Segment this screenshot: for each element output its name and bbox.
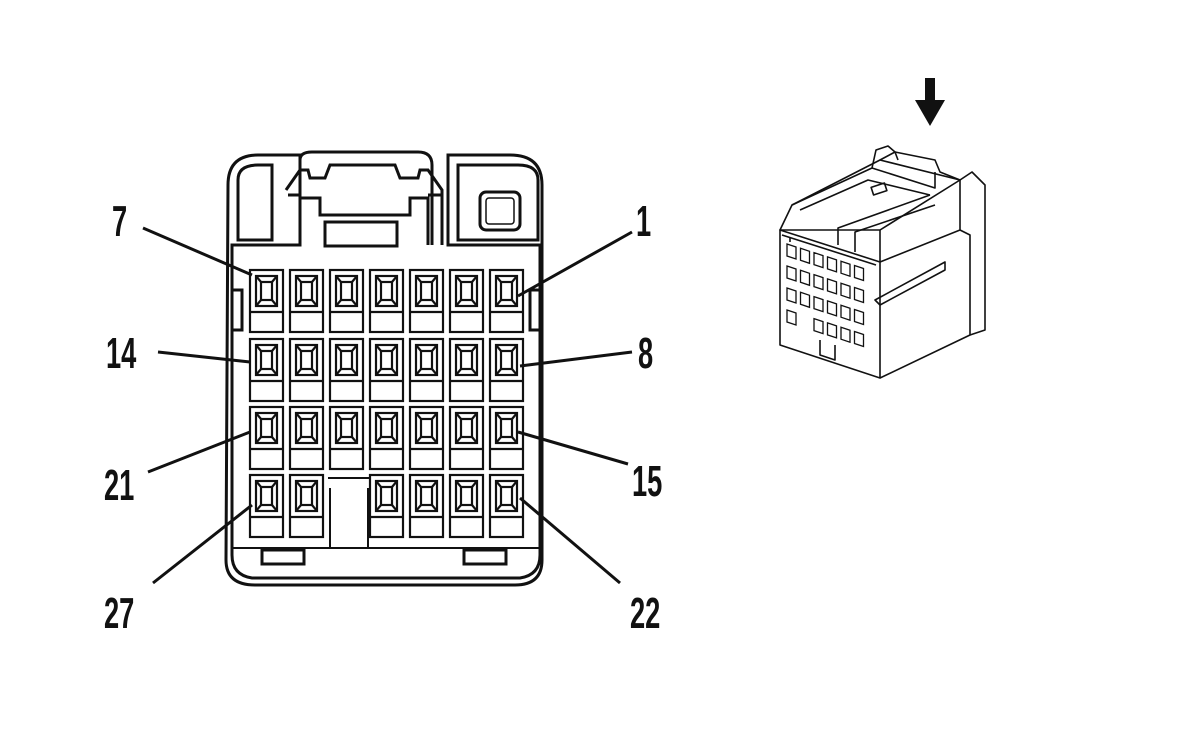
cavity-3d <box>826 299 838 317</box>
pin-cavity <box>408 405 445 471</box>
pin-label-7: 7 <box>112 196 127 245</box>
pin-cavity <box>488 405 525 471</box>
pin-label-15: 15 <box>632 456 662 505</box>
cavity-3d <box>799 291 811 309</box>
connector-3d-view <box>779 145 986 379</box>
pin-label-22: 22 <box>630 588 660 637</box>
pin-cavity <box>488 268 525 334</box>
cavity-3d <box>826 277 838 295</box>
pin-cavity <box>368 473 405 539</box>
connector-front-view <box>224 150 544 587</box>
pin-cavity <box>328 337 365 403</box>
cavity-3d <box>813 317 824 335</box>
cavity-3d <box>786 309 797 326</box>
pin-cavity <box>248 337 285 403</box>
leader-line-27 <box>152 503 253 585</box>
cavity-3d <box>813 273 824 291</box>
pin-label-27: 27 <box>104 588 134 637</box>
pin-cavity <box>368 337 405 403</box>
pin-cavity <box>448 337 485 403</box>
pin-cavity <box>408 473 445 539</box>
pin-cavity <box>368 405 405 471</box>
pin-cavity <box>248 268 285 334</box>
cavity-3d <box>840 282 851 300</box>
leader-line-22 <box>519 496 621 585</box>
cavity-3d <box>840 260 851 278</box>
cavity-3d <box>840 326 851 344</box>
leader-lines <box>142 226 633 585</box>
leader-line-21 <box>147 430 251 474</box>
pin-labels: 7 1 14 8 21 15 27 22 <box>104 196 662 637</box>
cavity-3d <box>813 295 824 313</box>
cavity-3d <box>853 308 865 326</box>
cavity-3d <box>840 304 851 322</box>
leader-line-1 <box>517 230 633 298</box>
pin-cavity <box>328 405 365 471</box>
pin-grid <box>248 268 525 539</box>
leader-line-7 <box>142 226 253 277</box>
cavity-3d <box>853 286 865 304</box>
cavity-3d <box>799 247 811 265</box>
pin-cavity <box>408 337 445 403</box>
leader-line-15 <box>517 430 629 466</box>
pin-cavity <box>448 405 485 471</box>
pin-label-21: 21 <box>104 460 134 509</box>
pin-cavity <box>248 405 285 471</box>
cavity-3d <box>799 269 811 287</box>
cavity-3d <box>786 243 797 260</box>
cavity-3d <box>813 251 824 269</box>
pin-cavity <box>248 473 285 539</box>
pin-cavity <box>448 473 485 539</box>
pin-cavity <box>288 337 325 403</box>
pin-cavity <box>488 337 525 403</box>
cavity-3d <box>826 255 838 273</box>
cavity-3d <box>853 330 865 348</box>
pin-cavity <box>448 268 485 334</box>
cavity-3d <box>853 264 865 282</box>
pin-label-8: 8 <box>638 328 653 377</box>
connector-3d-cavities <box>786 243 865 348</box>
down-arrow-icon <box>915 78 945 126</box>
pin-cavity <box>408 268 445 334</box>
cavity-3d <box>826 321 838 339</box>
pin-label-1: 1 <box>636 196 651 245</box>
cavity-3d <box>786 265 797 282</box>
pin-cavity <box>488 473 525 539</box>
pin-cavity <box>288 405 325 471</box>
pin-cavity <box>328 268 365 334</box>
pin-cavity <box>288 268 325 334</box>
leader-line-14 <box>157 350 251 364</box>
leader-line-8 <box>519 350 633 368</box>
pin-cavity <box>288 473 325 539</box>
cavity-3d <box>786 287 797 304</box>
pin-label-14: 14 <box>106 328 137 377</box>
pin-cavity <box>368 268 405 334</box>
